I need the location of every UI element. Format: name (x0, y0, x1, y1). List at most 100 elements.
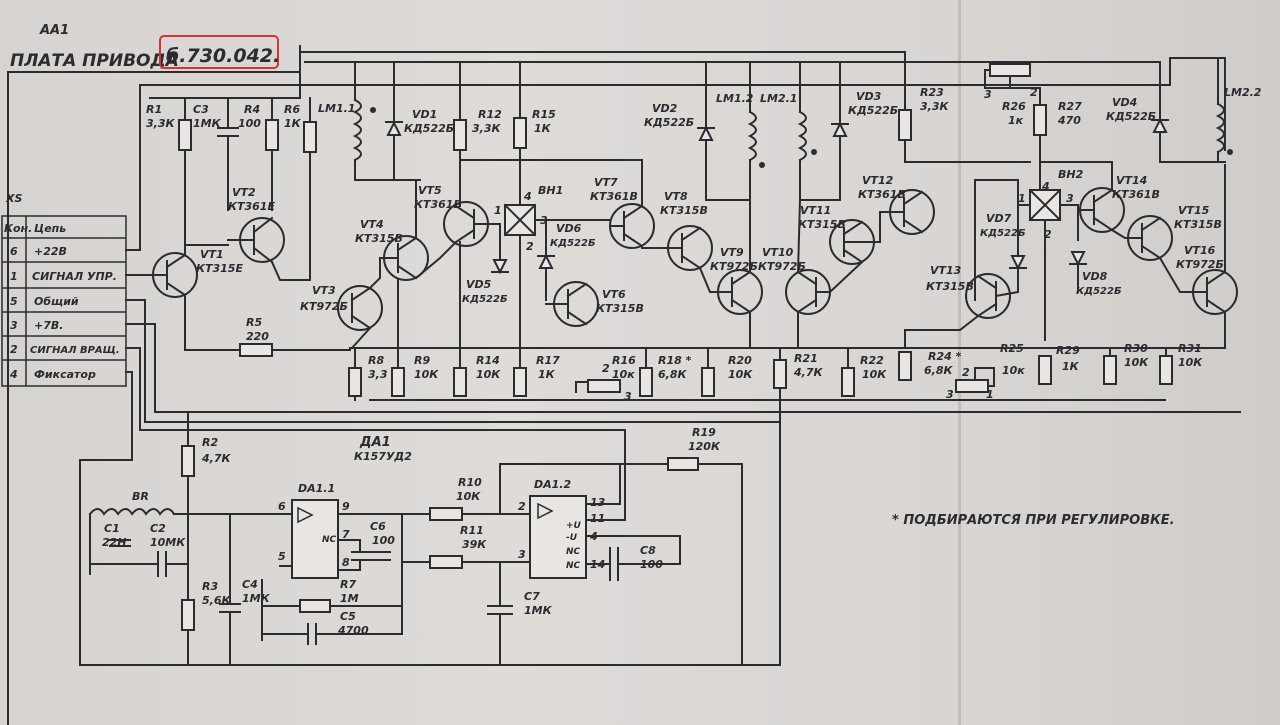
r24-value: 6,8К (924, 364, 953, 377)
vd7-label: VD7 (986, 212, 1012, 225)
r2-value: 4,7К (201, 452, 231, 465)
r12-label: R12 (478, 108, 502, 121)
board-number-highlight (159, 35, 279, 69)
r15-value: 1К (534, 122, 552, 135)
c7-label: C7 (524, 590, 540, 603)
r11-value: 39К (462, 538, 487, 551)
r31-value: 10К (1178, 356, 1203, 369)
lm12-label: LM1.2 (716, 92, 754, 105)
r12-value: 3,3К (472, 122, 501, 135)
resistor-r30 (1103, 355, 1117, 385)
vt8-label: VT8 (664, 190, 688, 203)
circuit-rotation-signal: СИГНАЛ ВРАЩ. (30, 345, 120, 356)
vt5-type: КТ361В (414, 198, 462, 211)
circuit-common: Общий (34, 295, 79, 308)
diode-vd7 (1010, 255, 1026, 271)
da11-nc: NC (322, 535, 337, 545)
vt5-label: VT5 (418, 184, 442, 197)
resistor-r22 (841, 367, 855, 397)
resistor-r31 (1159, 355, 1173, 385)
r6-value: 1К (284, 117, 302, 130)
r7-value: 1М (340, 592, 359, 605)
r4-label: R4 (244, 103, 260, 116)
resistor-r17 (513, 367, 527, 397)
r19-label: R19 (692, 426, 716, 439)
bh2-pin3: 3 (1066, 192, 1074, 205)
r10-label: R10 (458, 476, 482, 489)
resistor-r24 (898, 351, 912, 381)
bh1-pin1: 1 (494, 204, 502, 217)
connector-table: Кон. Цепь 6 +22В 1 СИГНАЛ УПР. 5 Общий 3… (1, 215, 127, 387)
r1-value: 3,3К (146, 117, 175, 130)
bh2-pin2: 2 (1044, 228, 1052, 241)
r26-pin2: 2 (1030, 86, 1038, 99)
vd1-label: VD1 (412, 108, 437, 121)
pin-5: 5 (10, 295, 18, 308)
diode-vd6 (538, 253, 554, 269)
r8-label: R8 (368, 354, 384, 367)
pin-1: 1 (10, 270, 18, 283)
vt9-label: VT9 (720, 246, 744, 259)
vd3-label: VD3 (856, 90, 882, 103)
r9-label: R9 (414, 354, 430, 367)
r10-value: 10К (456, 490, 481, 503)
c2-value: 10МК (150, 536, 186, 549)
circuit-22v: +22В (34, 245, 67, 258)
vt9-type: КТ972Б (710, 260, 758, 273)
resistor-r4 (265, 119, 279, 151)
c8-value: 100 (640, 558, 663, 571)
r20-label: R20 (728, 354, 752, 367)
pot-r26 (989, 63, 1031, 77)
c4-label: C4 (242, 578, 258, 591)
r26-pin3: 3 (984, 88, 992, 101)
c5-label: C5 (340, 610, 356, 623)
resistor-r19 (667, 457, 699, 471)
vt12-label: VT12 (862, 174, 894, 187)
vt15-type: КТ315В (1174, 218, 1222, 231)
vd8-label: VD8 (1082, 270, 1108, 283)
r2-label: R2 (202, 436, 218, 449)
resistor-r15 (513, 117, 527, 149)
vt3-label: VT3 (312, 284, 336, 297)
adjustment-note: * ПОДБИРАЮТСЯ ПРИ РЕГУЛИРОВКЕ. (892, 513, 1175, 528)
r25-pin3: 3 (946, 388, 954, 401)
vd1-type: КД522Б (404, 122, 454, 135)
da12-pin11: 11 (590, 512, 605, 525)
vt14-type: КТ361В (1112, 188, 1160, 201)
da11-pin6: 6 (278, 500, 286, 513)
circuit-control-signal: СИГНАЛ УПР. (32, 270, 117, 283)
lm21-label: LM2.1 (760, 92, 797, 105)
transistor-vt1 (152, 252, 198, 298)
vt7-type: КТ361В (590, 190, 638, 203)
r22-label: R22 (860, 354, 884, 367)
r22-value: 10К (862, 368, 887, 381)
r25-pin1: 1 (986, 388, 994, 401)
c7-value: 1МК (524, 604, 553, 617)
da12-pin3: 3 (518, 548, 526, 561)
vt4-label: VT4 (360, 218, 384, 231)
c6-value: 100 (372, 534, 395, 547)
resistor-r2 (181, 445, 195, 477)
vt15-label: VT15 (1178, 204, 1210, 217)
da11-pin8: 8 (342, 556, 350, 569)
r18-value: 6,8К (658, 368, 687, 381)
r14-value: 10К (476, 368, 501, 381)
da11-label: DA1.1 (298, 482, 335, 495)
vt10-label: VT10 (762, 246, 794, 259)
vd8-type: КД522Б (1076, 286, 1122, 297)
ic-type: К157УД2 (354, 450, 412, 463)
vt10-type: КТ972Б (758, 260, 806, 273)
circuit-latch: Фиксатор (34, 368, 96, 381)
da12-minus-u: -U (566, 533, 578, 543)
resistor-r6 (303, 121, 317, 153)
resistor-r7 (299, 599, 331, 613)
r30-label: R30 (1124, 342, 1148, 355)
header-circuit: Цепь (34, 222, 66, 235)
resistor-r10 (429, 507, 463, 521)
r27-label: R27 (1058, 100, 1082, 113)
c5-value: 4700 (337, 624, 369, 637)
resistor-r18 (639, 367, 653, 397)
bh2-pin4: 4 (1041, 180, 1050, 193)
bh1-pin4: 4 (523, 190, 532, 203)
